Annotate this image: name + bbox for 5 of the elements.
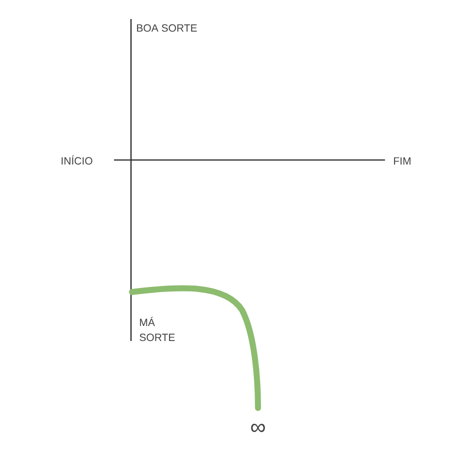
axis-label: MÁ SORTE [140,316,175,342]
axis-label: FIM [394,157,410,165]
axis-label: INÍCIO [62,155,92,165]
axis-label: BOA SORTE [137,24,197,32]
axis-label: ∞ [251,424,265,432]
